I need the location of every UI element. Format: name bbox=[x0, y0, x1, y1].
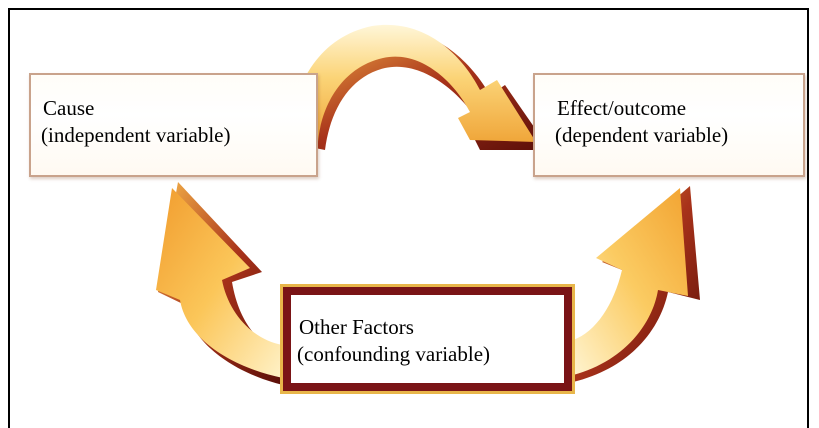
effect-title: Effect/outcome bbox=[557, 96, 687, 120]
effect-box: Effect/outcome (dependent variable) bbox=[533, 73, 805, 177]
effect-subtitle: (dependent variable) bbox=[555, 123, 729, 147]
factors-title: Other Factors bbox=[299, 315, 414, 339]
factors-subtitle: (confounding variable) bbox=[297, 342, 491, 366]
factors-to-effect-arrow-icon bbox=[573, 186, 700, 382]
cause-title: Cause bbox=[43, 96, 95, 120]
factors-box: Other Factors (confounding variable) bbox=[280, 284, 575, 394]
diagram-frame bbox=[8, 8, 809, 428]
factors-to-cause-arrow-icon bbox=[156, 182, 283, 385]
cause-subtitle: (independent variable) bbox=[41, 123, 231, 147]
cause-to-effect-arrow-icon bbox=[288, 24, 550, 151]
arrows-layer bbox=[156, 24, 700, 385]
cause-box: Cause (independent variable) bbox=[29, 73, 318, 177]
